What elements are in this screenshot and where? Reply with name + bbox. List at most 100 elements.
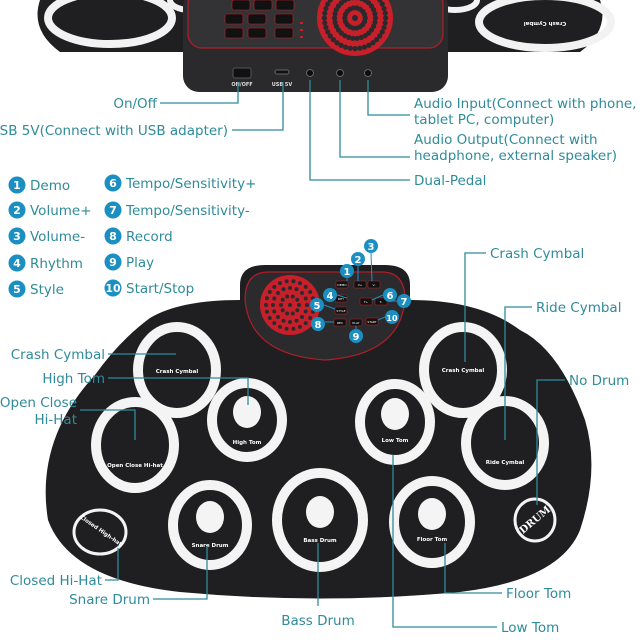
speaker-hole <box>280 297 285 302</box>
pad-high-tom[interactable]: High Tom <box>207 378 287 462</box>
module-button[interactable] <box>274 27 294 39</box>
pad-center-disc <box>233 396 261 428</box>
pad-bass[interactable]: Bass Drum <box>272 468 368 572</box>
pad-crash-right[interactable]: Crash Cymbal <box>419 322 507 418</box>
speaker-hole <box>285 294 290 299</box>
floor-tom-line <box>444 543 502 594</box>
number-badge-icon <box>104 227 122 245</box>
number-badge-icon <box>340 264 354 278</box>
module-button[interactable] <box>231 0 251 11</box>
speaker-hole <box>332 15 338 21</box>
speaker-hole <box>372 19 378 25</box>
dual-pedal-line <box>309 80 410 181</box>
console-badge-9: 9 <box>349 326 363 343</box>
console-button-label: PLAY <box>352 321 359 325</box>
module-button[interactable] <box>247 13 267 25</box>
badge-number: 9 <box>353 332 360 343</box>
console-button-10[interactable] <box>365 317 379 326</box>
speaker-hole <box>279 303 283 307</box>
console-button-6[interactable] <box>359 297 373 306</box>
badge-number: 2 <box>355 255 362 266</box>
console-button-label: REC <box>337 321 343 325</box>
badge-leader <box>371 294 384 301</box>
usb-line <box>232 82 284 131</box>
speaker-hole <box>272 309 277 314</box>
speaker-hole <box>300 290 305 295</box>
speaker-hole <box>361 44 368 50</box>
pad-open-close-hihat[interactable]: Open Close Hi-hat <box>91 397 179 493</box>
pad-low-tom[interactable]: Low Tom <box>355 379 435 465</box>
speaker-hole <box>271 303 275 307</box>
snare-line <box>153 546 208 600</box>
audio-input-jack[interactable] <box>364 69 372 77</box>
speaker-hole <box>303 284 308 289</box>
usb-port[interactable] <box>274 69 290 75</box>
pad-center-disc <box>418 498 446 530</box>
speaker-hole <box>334 40 340 46</box>
speaker-hole <box>338 42 344 48</box>
legend-number: 8 <box>109 230 117 243</box>
pad-label: Ride Cymbal <box>486 460 525 466</box>
console-button-2[interactable] <box>353 280 367 289</box>
module-button[interactable] <box>224 13 244 25</box>
console-badge-4: 4 <box>323 288 348 302</box>
speaker-hole <box>347 45 353 51</box>
speaker-hole <box>372 11 378 17</box>
pad-snare[interactable]: Snare Drum <box>168 480 252 570</box>
snare-callout: Snare Drum <box>69 592 150 608</box>
ride-line <box>504 306 532 440</box>
speaker-hole <box>370 40 376 46</box>
legend-label: Start/Stop <box>126 281 194 297</box>
pad-floor-tom[interactable]: Floor Tom <box>389 476 475 568</box>
pad-center-disc <box>306 496 334 528</box>
speaker-hole <box>381 5 387 12</box>
badge-number: 10 <box>386 314 398 323</box>
console-button-3[interactable] <box>367 280 381 289</box>
legend-number: 4 <box>13 257 21 270</box>
pad-ring <box>419 322 507 418</box>
module-button[interactable] <box>275 0 295 11</box>
console-button-5[interactable] <box>334 306 348 315</box>
pad-ring <box>513 497 557 543</box>
led-indicator <box>300 36 303 38</box>
console-button-1[interactable] <box>335 280 349 289</box>
pad-ride[interactable]: Ride Cymbal <box>461 396 549 490</box>
speaker-hole <box>308 315 313 320</box>
module-button[interactable] <box>247 27 267 39</box>
speaker-hole <box>371 7 377 13</box>
module-button[interactable] <box>253 0 273 11</box>
legend-label: Rhythm <box>30 256 83 272</box>
console-button-label: V- <box>373 283 376 287</box>
module-button[interactable] <box>224 27 244 39</box>
crash-right-line <box>464 252 486 362</box>
speaker-hole <box>358 34 364 41</box>
number-badge-icon <box>310 298 324 312</box>
pedal-jack[interactable] <box>306 69 314 77</box>
crash-left-callout: Crash Cymbal <box>11 347 105 363</box>
speaker-hole <box>284 279 289 284</box>
on-off-switch[interactable] <box>232 67 252 79</box>
console-button-label: V+ <box>358 283 363 287</box>
audio-output-label-1: Audio Output(Connect with <box>414 132 598 148</box>
pad-drum-logo[interactable]: DRUM <box>513 497 557 543</box>
console-badge-5: 5 <box>310 298 336 312</box>
speaker-hole <box>280 308 285 313</box>
headphone-jack[interactable] <box>336 69 344 77</box>
badge-leader <box>336 294 348 299</box>
pad-closed-hihat-pedal[interactable]: Closed High-hat <box>72 508 128 556</box>
badge-number: 8 <box>315 320 322 331</box>
ride-callout: Ride Cymbal <box>536 300 621 316</box>
console-button-label: STYLE <box>336 309 345 313</box>
usb-label: USB 5V(Connect with USB adapter) <box>0 123 228 139</box>
speaker-hole <box>288 286 292 290</box>
pad-label: Low Tom <box>382 438 409 444</box>
crash-right-callout: Crash Cymbal <box>490 246 584 262</box>
pad-crash-left[interactable]: Crash Cymbal <box>133 322 221 418</box>
module-button[interactable] <box>274 13 294 25</box>
console-badge-8: 8 <box>311 317 334 331</box>
speaker-hole <box>272 296 277 301</box>
